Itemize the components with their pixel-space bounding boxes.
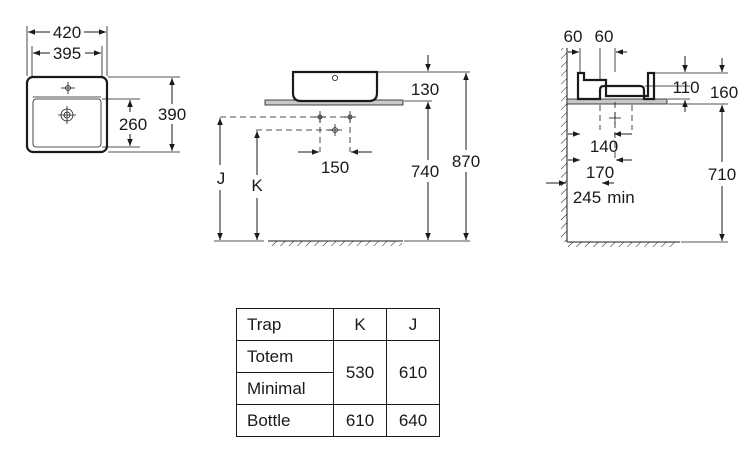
side-countertop — [566, 98, 668, 105]
cell-totem-minimal-j: 610 — [386, 340, 440, 405]
waste-right-icon — [344, 111, 356, 123]
front-basin — [291, 70, 379, 103]
trap-table: Trap K J Totem 530 610 Minimal Bottle 61… — [236, 308, 440, 437]
side-waste-icon — [609, 112, 621, 124]
row-label-totem: Totem — [236, 340, 334, 373]
dim-outer-height: 160 — [710, 83, 738, 102]
side-wall-hatch — [561, 48, 567, 242]
front-tap-hole — [331, 75, 338, 82]
dim-outer-depth: 390 — [158, 105, 186, 124]
cell-bottle-j: 640 — [386, 404, 440, 437]
front-floor-hatch — [270, 241, 402, 246]
dim-offset-170: 170 — [586, 163, 614, 182]
dim-gap-right: 60 — [595, 27, 614, 46]
drain-icon — [58, 106, 76, 124]
dim-counter-height: 740 — [411, 162, 439, 181]
dim-inner-width: 395 — [53, 44, 81, 63]
trap-table-header-row: Trap K J — [236, 308, 440, 341]
row-label-minimal: Minimal — [236, 372, 334, 405]
front-view: 150 J K 130 740 870 — [214, 55, 480, 246]
side-basin — [576, 71, 656, 101]
dim-total-height: 870 — [452, 152, 480, 171]
table-row: Minimal — [236, 372, 440, 405]
waste-center-icon — [328, 124, 342, 136]
table-row: Bottle 610 640 — [236, 404, 440, 437]
side-floor-hatch — [567, 242, 677, 247]
header-j: J — [386, 308, 440, 341]
dim-inner-height: 110 — [672, 78, 699, 97]
dim-basin-height: 130 — [411, 80, 439, 99]
dim-tap-spacing: 150 — [321, 158, 349, 177]
dim-offset-140: 140 — [590, 137, 618, 156]
dim-min-label: min — [607, 188, 634, 207]
row-label-bottle: Bottle — [236, 404, 334, 437]
dim-offset-245: 245 — [573, 188, 601, 207]
top-view-bowl — [32, 98, 102, 148]
dim-inner-depth: 260 — [119, 115, 147, 134]
table-row: Totem 530 610 — [236, 340, 440, 405]
dim-outer-width: 420 — [53, 23, 81, 42]
cell-totem-minimal-k: 530 — [333, 340, 387, 405]
tap-hole-icon — [61, 82, 75, 94]
cell-bottle-k: 610 — [333, 404, 387, 437]
side-view: 60 60 110 160 710 140 170 245 min — [546, 27, 738, 247]
dim-j: J — [217, 169, 226, 188]
dim-side-counter-height: 710 — [708, 165, 736, 184]
waste-left-icon — [314, 111, 326, 123]
header-k: K — [333, 308, 387, 341]
dim-k: K — [251, 176, 263, 195]
header-trap: Trap — [236, 308, 334, 341]
top-view: 420 395 260 390 — [25, 23, 186, 154]
dim-gap-left: 60 — [564, 27, 583, 46]
